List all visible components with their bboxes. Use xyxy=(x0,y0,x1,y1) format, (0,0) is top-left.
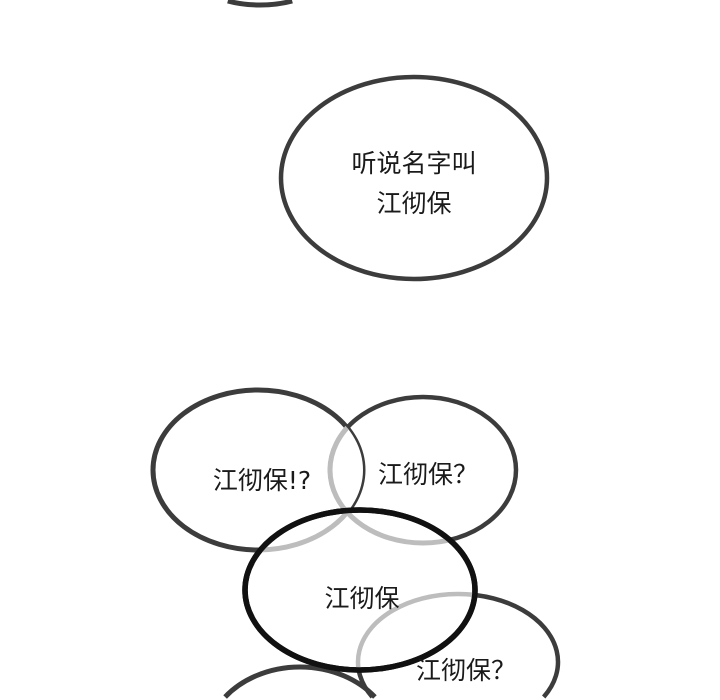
bubble-center-text: 江彻保 xyxy=(324,584,399,613)
bubble-lower-right-text: 江彻保？ xyxy=(416,656,516,685)
speech-bubble-bottom-partial xyxy=(223,664,377,699)
speech-bubble-main: 听说名字叫 江彻保 xyxy=(278,74,550,282)
bubble-right-text: 江彻保？ xyxy=(378,460,478,489)
bubble-main-line1: 听说名字叫 xyxy=(351,149,476,178)
speech-bubble-top-partial xyxy=(227,0,293,8)
bubble-left-text: 江彻保!? xyxy=(213,466,311,495)
bubble-main-line2: 江彻保 xyxy=(376,189,451,218)
speech-bubble-center: 江彻保 xyxy=(242,507,478,673)
